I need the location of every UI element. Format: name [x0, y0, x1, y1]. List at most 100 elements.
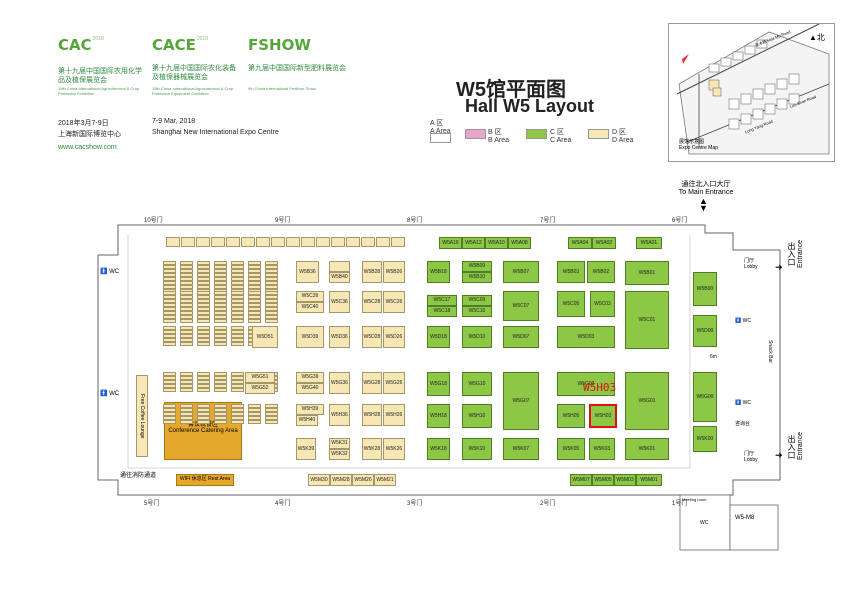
booth-small[interactable]	[180, 388, 193, 392]
booth-small[interactable]	[180, 372, 193, 376]
booth-small[interactable]	[214, 311, 227, 315]
booth-small[interactable]	[214, 420, 227, 424]
booth[interactable]: W5A16	[439, 237, 462, 249]
booth-small[interactable]	[265, 269, 278, 273]
booth-small[interactable]	[163, 420, 176, 424]
booth-small[interactable]	[197, 303, 210, 307]
booth[interactable]: W5K31	[329, 438, 350, 449]
booth-small[interactable]	[214, 388, 227, 392]
booth-small[interactable]	[180, 291, 193, 295]
booth[interactable]: W5G26	[383, 372, 405, 394]
booth[interactable]: W5B01	[625, 261, 669, 285]
booth-small[interactable]	[214, 376, 227, 380]
booth-small[interactable]	[214, 307, 227, 311]
booth-small[interactable]	[163, 291, 176, 295]
booth[interactable]: W5M30	[308, 474, 330, 486]
booth-small[interactable]	[163, 273, 176, 277]
booth[interactable]: W5H36	[329, 404, 350, 426]
booth-small[interactable]	[180, 299, 193, 303]
booth[interactable]: W5C03	[590, 291, 615, 317]
gate-4[interactable]: 4号门	[275, 501, 291, 507]
booth[interactable]: W5K03	[589, 438, 615, 460]
booth[interactable]: W5C28	[362, 291, 382, 313]
booth[interactable]: W5A01	[636, 237, 662, 249]
booth-small[interactable]	[197, 404, 210, 408]
booth-small[interactable]	[197, 334, 210, 338]
booth[interactable]: W5K39	[296, 438, 316, 460]
booth-small[interactable]	[180, 326, 193, 330]
booth-small[interactable]	[231, 330, 244, 334]
booth[interactable]: W5D00	[693, 315, 717, 347]
booth-small[interactable]	[231, 291, 244, 295]
booth[interactable]: W5D03	[557, 326, 615, 348]
booth-small[interactable]	[231, 326, 244, 330]
booth[interactable]: W5A10	[485, 237, 508, 249]
booth[interactable]: W5K01	[625, 438, 669, 460]
booth-small[interactable]	[180, 269, 193, 273]
booth-small[interactable]	[231, 285, 244, 289]
booth-small[interactable]	[231, 388, 244, 392]
booth-small[interactable]	[197, 408, 210, 412]
booth[interactable]: W5G10	[462, 372, 492, 396]
booth[interactable]: W5C09	[462, 295, 492, 306]
booth-small[interactable]	[180, 281, 193, 285]
booth-small[interactable]	[163, 319, 176, 323]
booth[interactable]: W5B10	[462, 272, 492, 283]
booth[interactable]: W5C17	[427, 295, 457, 306]
booth[interactable]: W5A02	[592, 237, 616, 249]
booth-small[interactable]	[248, 315, 261, 319]
booth-small[interactable]	[248, 277, 261, 281]
booth-small[interactable]	[231, 372, 244, 376]
booth-small[interactable]	[241, 237, 255, 247]
booth[interactable]: W5C07	[503, 291, 539, 321]
booth-small[interactable]	[248, 420, 261, 424]
booth[interactable]: W5M03	[614, 474, 636, 486]
booth-small[interactable]	[197, 338, 210, 342]
booth-small[interactable]	[197, 384, 210, 388]
booth-small[interactable]	[197, 311, 210, 315]
booth[interactable]: W5G52	[245, 383, 275, 394]
booth[interactable]: W5M01	[636, 474, 662, 486]
booth-small[interactable]	[181, 237, 195, 247]
booth[interactable]: W5G01	[625, 372, 669, 430]
booth-small[interactable]	[180, 330, 193, 334]
booth-small[interactable]	[180, 376, 193, 380]
booth-small[interactable]	[197, 261, 210, 265]
booth[interactable]: W5B07	[503, 261, 539, 283]
booth-small[interactable]	[265, 307, 278, 311]
booth-small[interactable]	[231, 334, 244, 338]
booth-small[interactable]	[180, 404, 193, 408]
booth-small[interactable]	[163, 412, 176, 416]
booth[interactable]: W5G51	[245, 372, 275, 383]
booth-small[interactable]	[197, 416, 210, 420]
booth[interactable]: W5G18	[427, 372, 450, 396]
booth-small[interactable]	[163, 372, 176, 376]
booth-small[interactable]	[197, 291, 210, 295]
booth-small[interactable]	[197, 319, 210, 323]
booth-small[interactable]	[265, 311, 278, 315]
w5-m8-room[interactable]: W5-M8	[735, 515, 755, 521]
booth-small[interactable]	[197, 299, 210, 303]
booth[interactable]: W5C01	[625, 291, 669, 349]
gate-6[interactable]: 6号门	[672, 218, 688, 224]
booth-small[interactable]	[265, 420, 278, 424]
booth-small[interactable]	[214, 384, 227, 388]
booth[interactable]: W5M07	[570, 474, 592, 486]
booth[interactable]: W5H18	[427, 404, 450, 428]
booth-small[interactable]	[197, 269, 210, 273]
booth-small[interactable]	[163, 295, 176, 299]
booth-small[interactable]	[197, 307, 210, 311]
booth-small[interactable]	[180, 303, 193, 307]
booth-small[interactable]	[248, 265, 261, 269]
booth-small[interactable]	[271, 237, 285, 247]
booth-small[interactable]	[197, 277, 210, 281]
booth-small[interactable]	[163, 307, 176, 311]
booth-small[interactable]	[180, 277, 193, 281]
booth-small[interactable]	[331, 237, 345, 247]
booth[interactable]: W5D26	[383, 326, 405, 348]
booth-small[interactable]	[248, 416, 261, 420]
booth[interactable]: W5C26	[383, 291, 405, 313]
booth-small[interactable]	[231, 404, 244, 408]
booth-small[interactable]	[265, 315, 278, 319]
booth-small[interactable]	[316, 237, 330, 247]
